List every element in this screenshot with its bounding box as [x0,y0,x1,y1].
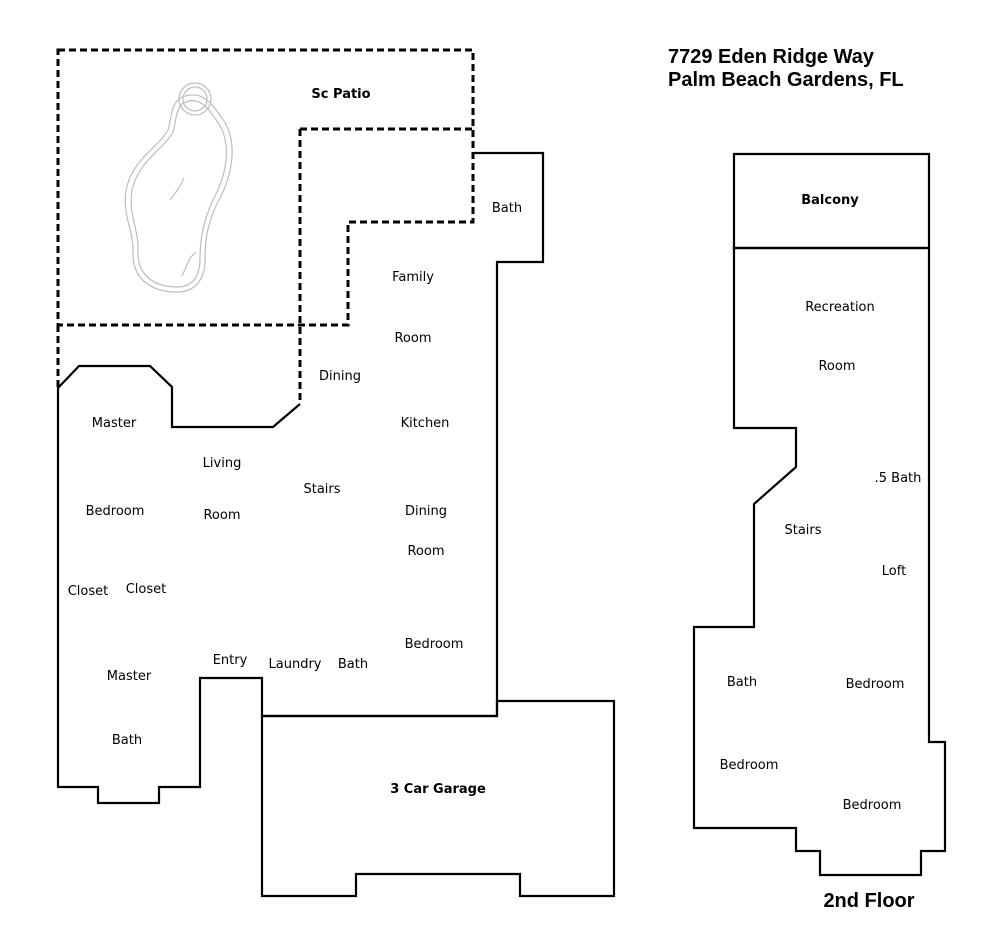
label-recreation: Recreation [805,300,875,315]
label-bedroom: Bedroom [405,637,464,652]
label-living-room: Room [203,508,240,523]
label-dining: Dining [405,504,447,519]
label-bath-top: Bath [492,201,522,216]
label-half-bath: .5 Bath [875,471,922,486]
label-family: Family [392,270,434,285]
label-master-bath-1: Master [107,669,152,684]
label-stairs: Stairs [303,482,340,497]
label-bath-2: Bath [727,675,757,690]
label-kitchen: Kitchen [401,416,450,431]
label-dining-top: Dining [319,369,361,384]
label-master: Master [92,416,137,431]
second-floor-outline [692,246,947,877]
pool-icon [124,82,233,293]
label-bath: Bath [338,657,368,672]
label-closet-2: Closet [126,582,167,597]
patio-inner-dashed-line [298,127,473,404]
label-master-bath-2: Bath [112,733,142,748]
first-floor-house-outline [56,151,545,805]
label-entry: Entry [213,653,248,668]
label-laundry: Laundry [269,657,322,672]
label-master-bedroom: Bedroom [86,504,145,519]
label-bedroom-3: Bedroom [843,798,902,813]
label-recreation-room: Room [818,359,855,374]
address-line-1: 7729 Eden Ridge Way [668,46,875,68]
garage-outline [260,699,616,898]
label-family-room: Room [394,331,431,346]
label-sc-patio: Sc Patio [311,87,370,102]
label-closet-1: Closet [68,584,109,599]
label-dining-room: Room [407,544,444,559]
second-floor-title: 2nd Floor [823,890,914,912]
address-line-2: Palm Beach Gardens, FL [668,69,904,91]
label-balcony: Balcony [801,193,859,208]
label-bedroom-2: Bedroom [720,758,779,773]
label-living: Living [203,456,242,471]
label-garage: 3 Car Garage [390,782,486,797]
label-bedroom-1: Bedroom [846,677,905,692]
label-loft: Loft [882,564,906,579]
label-stairs-2: Stairs [784,523,821,538]
